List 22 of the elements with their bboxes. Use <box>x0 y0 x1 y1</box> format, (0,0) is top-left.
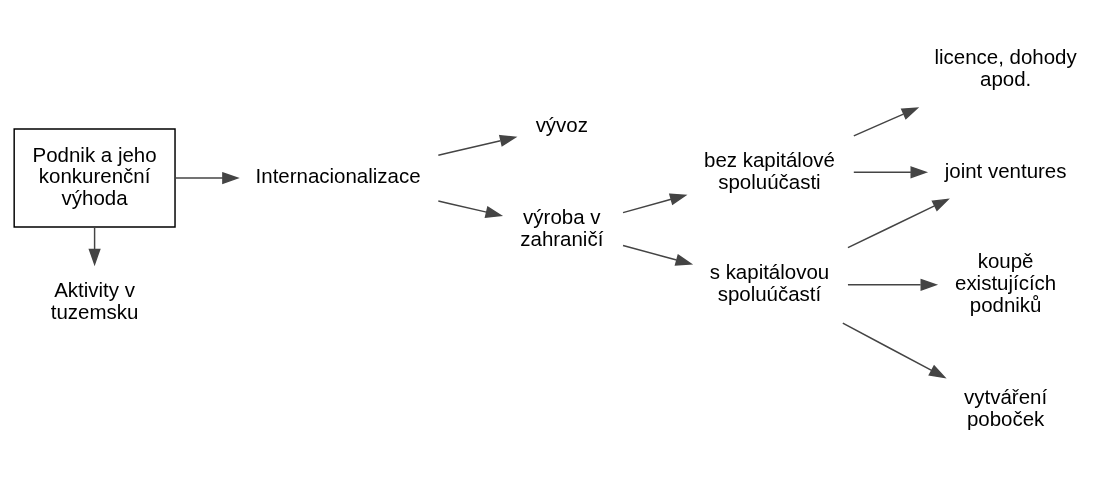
node-text: výroba v zahraničí <box>520 204 604 250</box>
arrow <box>88 226 101 267</box>
arrow <box>853 107 920 137</box>
node-text: Aktivity v tuzemsku <box>50 277 139 323</box>
node-text: joint ventures <box>944 158 1067 182</box>
arrow <box>174 171 240 185</box>
arrow <box>847 198 950 249</box>
arrow <box>437 200 504 218</box>
arrow <box>853 166 929 179</box>
node-text: koupě existujících podniků <box>955 249 1057 317</box>
arrow <box>847 278 939 291</box>
arrow <box>622 244 694 266</box>
node-text: vytváření poboček <box>964 384 1048 430</box>
node-text: s kapitálovou spoluúčastí <box>709 260 830 306</box>
arrow <box>842 322 947 379</box>
node-text: vývoz <box>535 113 588 137</box>
node-text: Internacionalizace <box>255 164 421 188</box>
arrow <box>437 134 518 156</box>
node-text: bez kapitálové spoluúčasti <box>704 147 835 193</box>
node-box: Podnik a jeho konkurenční výhoda <box>13 128 176 228</box>
node-text: licence, dohody apod. <box>934 45 1077 91</box>
arrow <box>622 193 688 214</box>
